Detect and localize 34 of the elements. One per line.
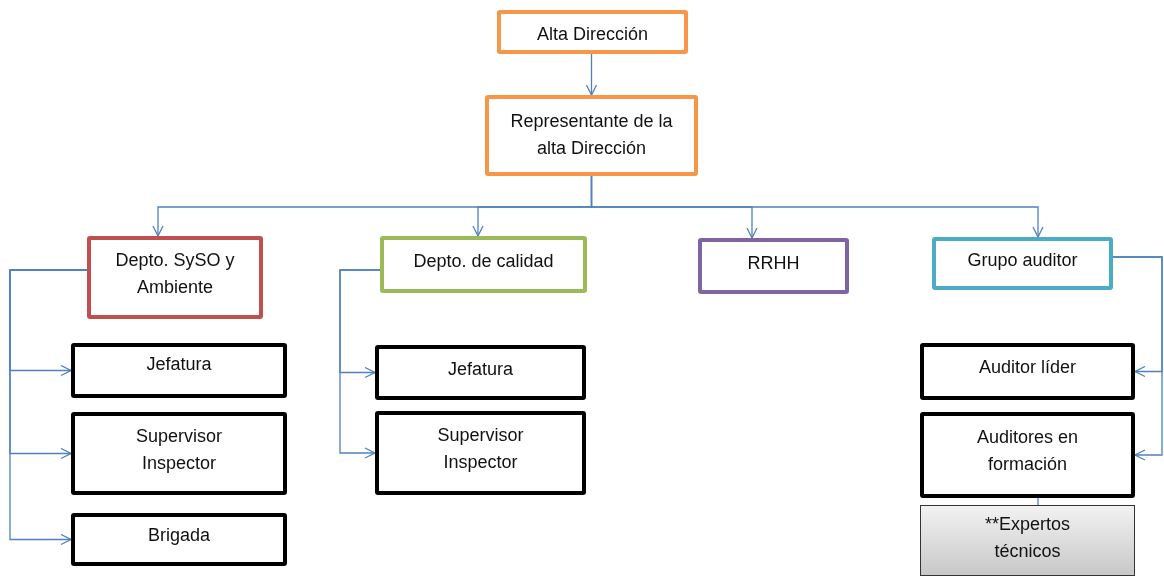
role-box <box>375 345 586 400</box>
arrow <box>590 175 1044 238</box>
node-label: Grupo auditor <box>967 249 1078 272</box>
arrow <box>9 269 88 546</box>
role-box <box>71 412 287 495</box>
connector-line <box>1037 497 1039 506</box>
management-box <box>497 10 688 54</box>
arrow <box>1112 256 1163 461</box>
role-box <box>71 343 287 398</box>
role-box <box>920 412 1135 498</box>
node-label: Alta Dirección <box>536 23 648 46</box>
external-box <box>920 505 1135 576</box>
management-box <box>485 95 698 176</box>
node-label: Depto. de calidad <box>413 250 554 273</box>
node-label: Jefatura <box>447 358 513 381</box>
node-label: Depto. SySO y Ambiente <box>114 249 236 299</box>
department-box <box>932 237 1113 290</box>
arrow <box>585 53 598 96</box>
node-label: Supervisor Inspector <box>134 425 223 475</box>
node-label: Auditor líder <box>978 356 1077 379</box>
node-label: Auditores en formación <box>975 426 1080 476</box>
node-label: Brigada <box>147 524 210 547</box>
node-label: Representante de la alta Dirección <box>509 110 674 160</box>
node-label: **Expertos técnicos <box>983 513 1071 563</box>
role-box <box>71 513 287 566</box>
department-box <box>698 238 849 294</box>
role-box <box>920 343 1135 400</box>
department-box <box>380 236 587 293</box>
node-label: Supervisor Inspector <box>436 424 525 474</box>
arrow <box>339 269 381 459</box>
role-box <box>375 411 586 495</box>
department-box <box>87 236 263 319</box>
node-label: RRHH <box>747 252 800 275</box>
node-label: Jefatura <box>146 353 212 376</box>
